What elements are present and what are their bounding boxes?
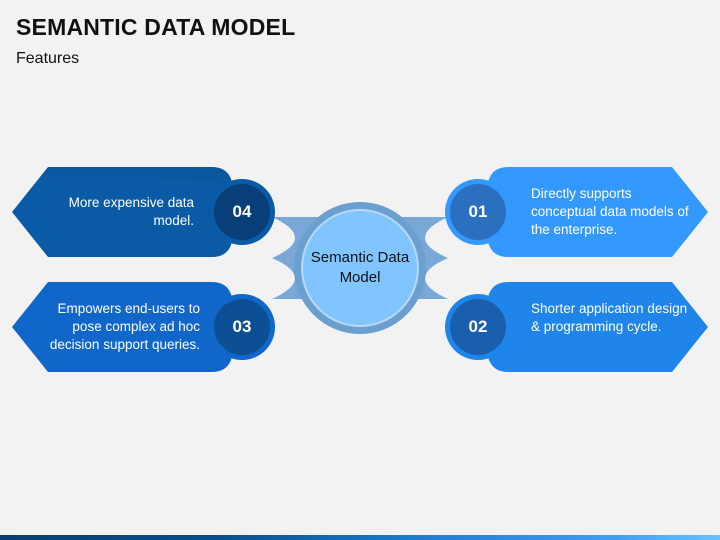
card-02-text: Shorter application design & programming… — [531, 301, 688, 334]
card-01 — [450, 167, 708, 257]
badge-02 — [450, 299, 506, 355]
card-01-text: Directly supports conceptual data models… — [531, 186, 689, 237]
badge-01-number: 01 — [468, 202, 488, 221]
bottom-accent-bar — [0, 535, 720, 540]
badge-03-number: 03 — [232, 317, 252, 336]
center-circle — [301, 209, 419, 327]
card-02 — [450, 282, 708, 372]
page-title: SEMANTIC DATA MODEL — [16, 14, 296, 40]
page-subtitle: Features — [16, 50, 80, 67]
card-04-text: More expensive data model. — [68, 195, 194, 228]
badge-01 — [450, 184, 506, 240]
badge-03 — [214, 299, 270, 355]
number-badges — [209, 179, 511, 360]
card-03-text: Empowers end-users to pose complex ad ho… — [49, 301, 200, 352]
badge-04-number: 04 — [232, 202, 252, 221]
center-label: Semantic Data Model — [310, 249, 410, 286]
badge-02-number: 02 — [468, 317, 488, 336]
badge-04 — [214, 184, 270, 240]
card-03 — [12, 282, 270, 372]
card-04 — [12, 167, 270, 257]
